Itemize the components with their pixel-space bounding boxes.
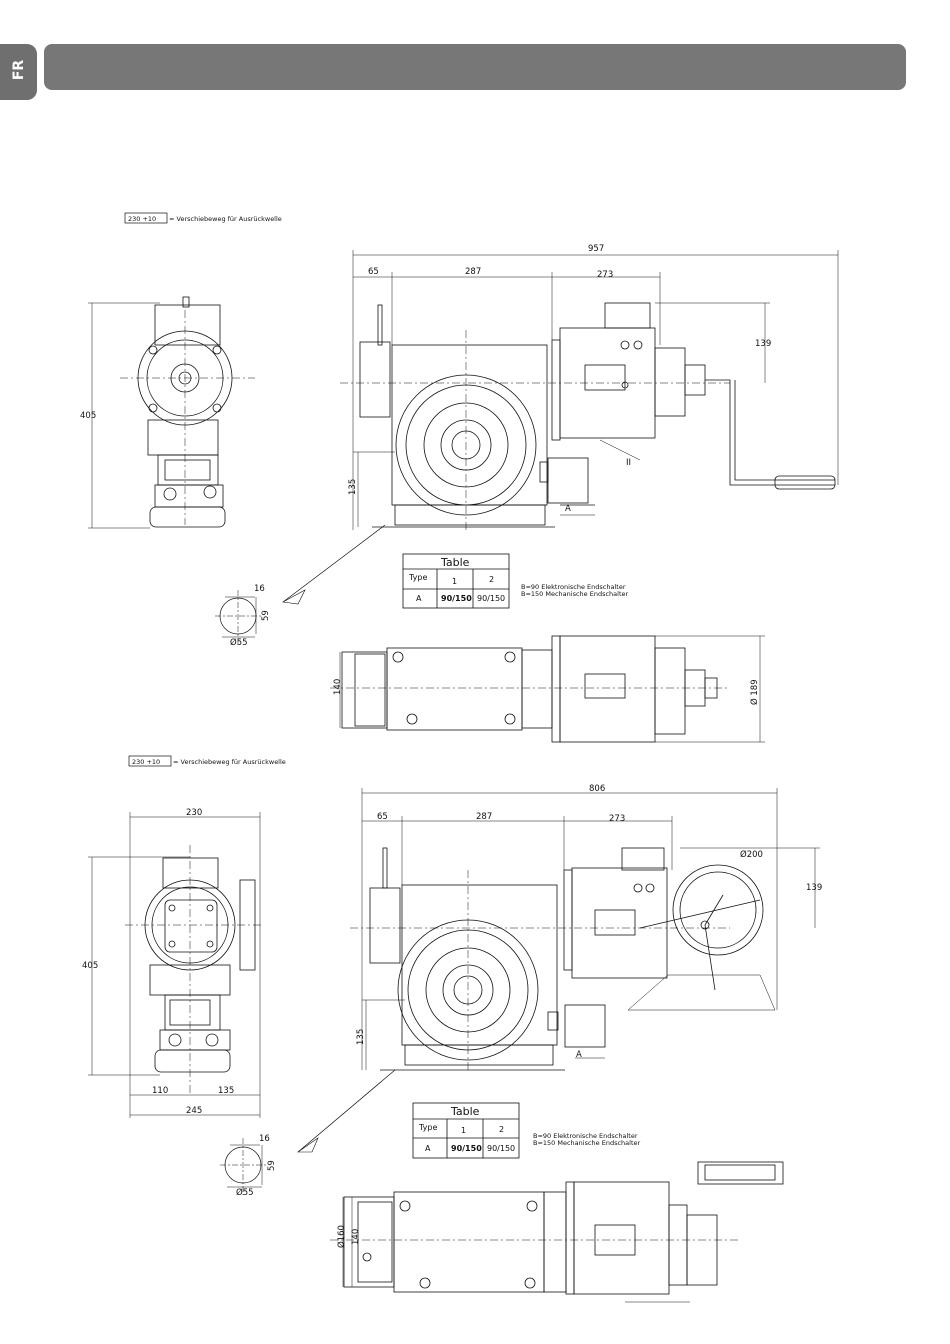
top-dim-139: 139 bbox=[755, 339, 771, 349]
top-dim-overall: 957 bbox=[588, 244, 604, 254]
top-dim-65: 65 bbox=[368, 267, 379, 277]
top-table-title: Table bbox=[440, 556, 470, 569]
top-dim-189: Ø 189 bbox=[749, 679, 760, 705]
top-table-v2: 90/150 bbox=[477, 594, 505, 603]
bottom-table-v2: 90/150 bbox=[487, 1144, 515, 1153]
language-tab: FR bbox=[0, 44, 37, 100]
bottom-legend-box: 230 +10 bbox=[132, 758, 160, 766]
bottom-dim-overall: 806 bbox=[589, 784, 605, 794]
bottom-front-view bbox=[350, 788, 820, 1071]
top-dim-287: 287 bbox=[465, 267, 481, 277]
bottom-label-a: A bbox=[576, 1050, 582, 1060]
bottom-legend: 230 +10 = Verschiebeweg für Ausrückwelle bbox=[128, 755, 286, 767]
bottom-dim-245: 245 bbox=[186, 1106, 202, 1116]
bottom-table-row-label: A bbox=[425, 1144, 431, 1153]
top-note-1: B=90 Elektronische Endschalter bbox=[521, 583, 626, 591]
bottom-dim-273: 273 bbox=[609, 814, 625, 824]
bottom-dim-110: 110 bbox=[152, 1086, 168, 1096]
bottom-table-col-type: Type bbox=[418, 1123, 437, 1132]
bottom-plan-view bbox=[330, 1161, 784, 1303]
bottom-table-col1: 1 bbox=[461, 1126, 466, 1135]
top-plan-view bbox=[330, 635, 765, 743]
top-front-view bbox=[340, 250, 839, 530]
top-legend: 230 +10 = Verschiebeweg für Ausrückwelle bbox=[124, 212, 282, 224]
top-dim-59: 59 bbox=[261, 610, 271, 621]
bottom-dim-55: Ø55 bbox=[236, 1187, 254, 1198]
bottom-dim-405: 405 bbox=[82, 961, 98, 971]
top-dim-135: 135 bbox=[348, 479, 358, 495]
bottom-side-view bbox=[88, 812, 262, 1118]
bottom-shaft-detail bbox=[220, 1069, 396, 1195]
bottom-table-title: Table bbox=[450, 1105, 480, 1118]
bottom-dim-59: 59 bbox=[267, 1160, 277, 1171]
bottom-legend-text: = Verschiebeweg für Ausrückwelle bbox=[173, 758, 286, 766]
top-dim-16: 16 bbox=[254, 584, 265, 594]
bottom-dim-200: Ø200 bbox=[740, 849, 763, 860]
top-shaft-detail bbox=[215, 524, 386, 645]
top-legend-text: = Verschiebeweg für Ausrückwelle bbox=[169, 215, 282, 223]
top-dim-55: Ø55 bbox=[230, 637, 248, 648]
top-label-ii: II bbox=[626, 458, 631, 468]
top-side-view bbox=[88, 296, 255, 529]
bottom-note-2: B=150 Mechanische Endschalter bbox=[533, 1139, 641, 1147]
bottom-dim-135: 135 bbox=[356, 1029, 366, 1045]
top-legend-box: 230 +10 bbox=[128, 215, 156, 223]
bottom-table bbox=[412, 1102, 520, 1159]
bottom-dim-140: 140 bbox=[351, 1229, 361, 1245]
top-dim-273: 273 bbox=[597, 270, 613, 280]
top-table-col2: 2 bbox=[489, 575, 494, 584]
bottom-dim-135b: 135 bbox=[218, 1086, 234, 1096]
top-label-a: A bbox=[565, 504, 571, 514]
top-table-v1: 90/150 bbox=[441, 594, 472, 603]
top-table bbox=[402, 553, 510, 609]
top-note-2: B=150 Mechanische Endschalter bbox=[521, 590, 629, 598]
top-table-col-type: Type bbox=[408, 573, 427, 582]
bottom-dim-139: 139 bbox=[806, 883, 822, 893]
bottom-dim-16: 16 bbox=[259, 1134, 270, 1144]
header-bar bbox=[44, 44, 906, 90]
bottom-dim-160: Ø160 bbox=[336, 1225, 347, 1248]
top-dim-405: 405 bbox=[80, 411, 96, 421]
bottom-table-col2: 2 bbox=[499, 1125, 504, 1134]
top-table-col1: 1 bbox=[452, 577, 457, 586]
bottom-dim-287: 287 bbox=[476, 812, 492, 822]
bottom-dim-65: 65 bbox=[377, 812, 388, 822]
bottom-dim-230: 230 bbox=[186, 808, 202, 818]
bottom-table-v1: 90/150 bbox=[451, 1144, 482, 1153]
top-dim-140: 140 bbox=[333, 679, 343, 695]
top-table-row-label: A bbox=[416, 594, 422, 603]
bottom-note-1: B=90 Elektronische Endschalter bbox=[533, 1132, 638, 1140]
